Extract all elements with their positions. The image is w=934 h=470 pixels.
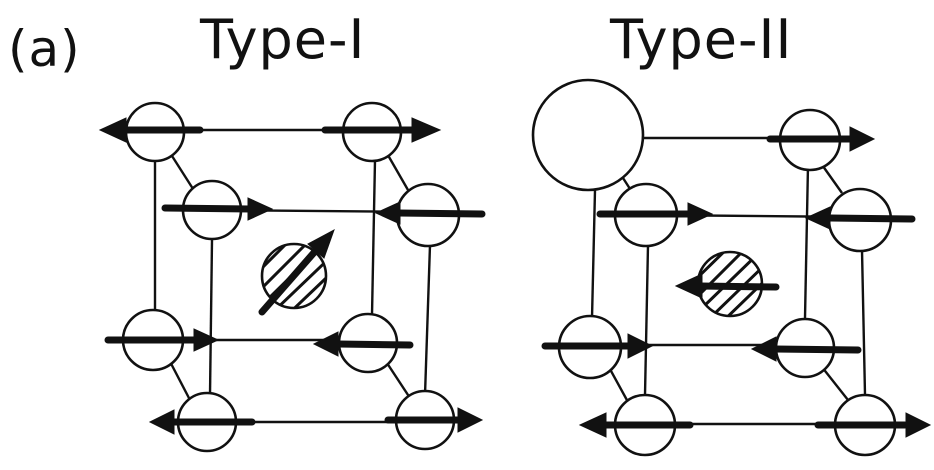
panel-label: (a) <box>8 20 81 78</box>
spin-arrow <box>148 409 256 435</box>
spin-arrow <box>321 117 442 143</box>
spin-arrow <box>766 126 876 152</box>
lattice-edge <box>803 164 810 319</box>
type-ii-lattice <box>531 78 932 457</box>
spin-arrow <box>104 328 220 352</box>
type-i-title: Type-I <box>200 8 366 71</box>
lattice-edge <box>208 239 214 396</box>
atom-large <box>531 78 645 192</box>
spin-arrow <box>161 197 274 221</box>
spin-arrow <box>596 202 714 226</box>
center-spin-arrow <box>674 273 780 299</box>
spin-arrow <box>312 331 414 357</box>
lattice-edge <box>643 244 650 396</box>
center-spin-arrow <box>258 228 335 316</box>
spin-arrow <box>374 201 486 225</box>
lattice-edge <box>423 244 432 396</box>
spin-arrow <box>541 333 654 359</box>
type-ii-title: Type-II <box>610 8 793 71</box>
spin-arrow <box>384 407 484 433</box>
spin-arrow <box>578 412 694 438</box>
lattice-edge <box>370 159 377 316</box>
lattice-edge <box>860 249 867 396</box>
type-i-lattice <box>98 101 486 453</box>
spin-arrow <box>750 336 862 362</box>
spin-arrow <box>804 206 916 230</box>
lattice-edge <box>383 359 412 399</box>
lattice-edge <box>590 189 597 319</box>
spin-arrow <box>814 412 932 438</box>
spin-arrow <box>98 117 204 143</box>
